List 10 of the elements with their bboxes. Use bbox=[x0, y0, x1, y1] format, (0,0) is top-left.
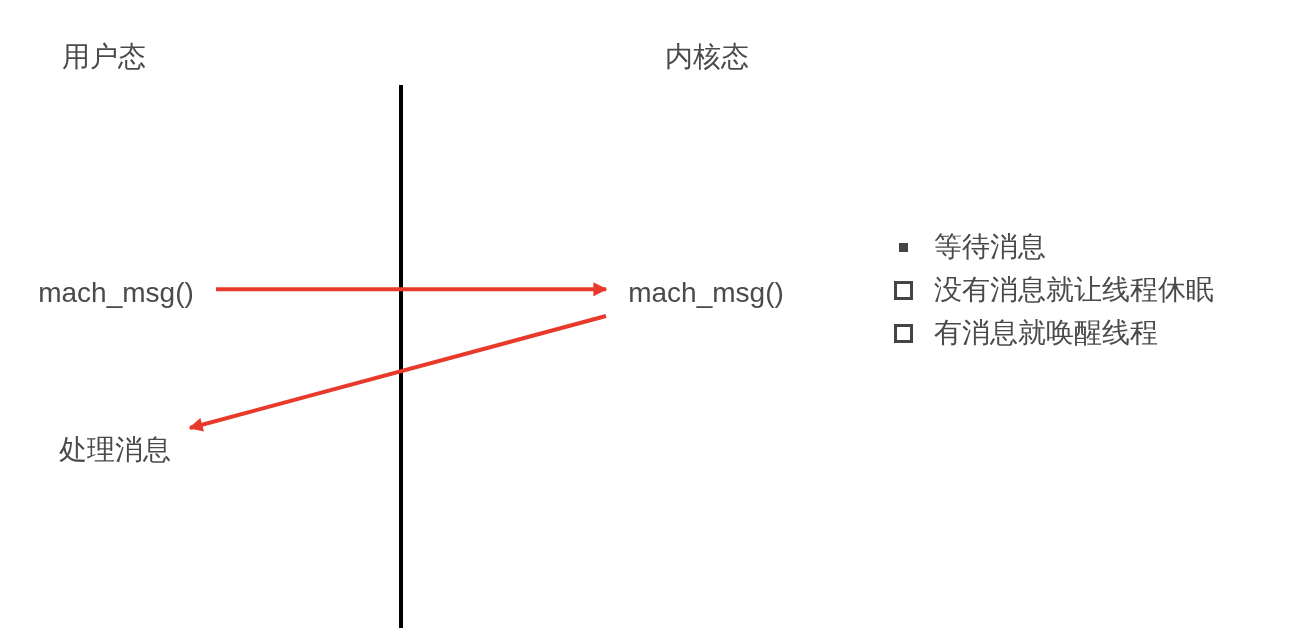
list-item: 有消息就唤醒线程 bbox=[934, 316, 1158, 350]
arrow bbox=[216, 282, 608, 297]
list-item: 没有消息就让线程休眠 bbox=[934, 273, 1214, 307]
function-label: mach_msg() bbox=[628, 277, 784, 309]
section-heading: 内核态 bbox=[665, 40, 749, 74]
section-heading: 用户态 bbox=[62, 40, 146, 74]
arrow bbox=[188, 314, 607, 432]
function-label: 处理消息 bbox=[59, 433, 171, 467]
function-label: mach_msg() bbox=[38, 277, 194, 309]
list-item: 等待消息 bbox=[934, 230, 1046, 264]
